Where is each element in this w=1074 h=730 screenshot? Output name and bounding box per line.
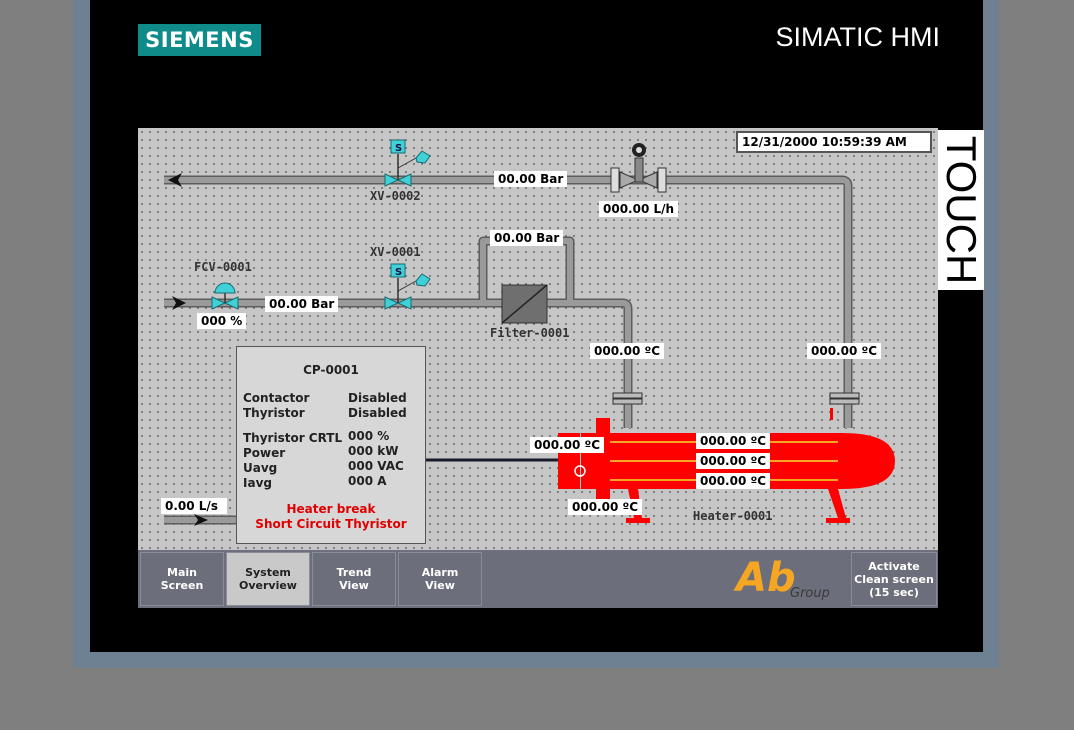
cp-title: CP-0001 [303, 363, 359, 377]
cp-uavg-label: Uavg [243, 461, 278, 475]
touch-label-text: TOUCH [938, 135, 985, 285]
cp-thyristor-label: Thyristor [243, 406, 305, 420]
xv-0002-valve-icon: S [384, 139, 431, 187]
pressure-top-value: 00.00 Bar [494, 171, 568, 187]
alarm-view-button[interactable]: Alarm View [398, 552, 482, 606]
cp-thyristor-crtl-label: Thyristor CRTL [243, 431, 343, 445]
pressure-filter-value: 00.00 Bar [490, 230, 564, 246]
alarm-short-circuit: Short Circuit Thyristor [255, 517, 407, 531]
flange-icons [612, 392, 860, 405]
trend-view-button[interactable]: Trend View [312, 552, 396, 606]
temp-heater-3-value: 000.00 ºC [696, 473, 771, 489]
datetime-display: 12/31/2000 10:59:39 AM [736, 131, 932, 153]
activate-clean-screen-button[interactable]: Activate Clean screen (15 sec) [851, 552, 937, 606]
filter-icon [501, 284, 548, 324]
temp-heater-1-value: 000.00 ºC [696, 433, 771, 449]
main-screen-button[interactable]: Main Screen [140, 552, 224, 606]
cp-power-value: 000 kW [348, 444, 399, 458]
svg-text:S: S [395, 267, 402, 278]
siemens-logo: SIEMENS [138, 24, 261, 56]
cp-contactor-label: Contactor [243, 391, 310, 405]
touch-label: TOUCH [938, 130, 985, 290]
cp-iavg-value: 000 A [348, 474, 387, 488]
temp-heater-2-value: 000.00 ºC [696, 453, 771, 469]
fcv-open-value: 000 % [197, 313, 247, 329]
pressure-inlet-value: 00.00 Bar [265, 296, 339, 312]
cp-iavg-label: Iavg [243, 476, 272, 490]
arrows [168, 173, 208, 526]
drain-icon [830, 408, 833, 420]
temp-heater-in-value: 000.00 ºC [530, 437, 605, 453]
ab-group-logo: Ab [736, 555, 796, 601]
flow-bottom-value: 0.00 L/s [161, 498, 227, 514]
temp-heater-out-value: 000.00 ºC [568, 499, 643, 515]
navigation-bar: Main Screen System Overview Trend View A… [138, 550, 938, 608]
filter-0001-tag: Filter-0001 [490, 326, 570, 340]
alarm-heater-break: Heater break [286, 502, 376, 516]
fcv-0001-valve-icon [211, 282, 239, 310]
fcv-0001-tag: FCV-0001 [194, 260, 252, 274]
cp-contactor-value: Disabled [348, 391, 407, 405]
xv-0001-valve-icon: S [384, 263, 431, 310]
heater-0001-tag: Heater-0001 [693, 509, 773, 523]
flow-top-value: 000.00 L/h [599, 201, 679, 217]
cp-thyristor-value: Disabled [348, 406, 407, 420]
xv-0002-tag: XV-0002 [370, 189, 421, 203]
system-overview-button[interactable]: System Overview [226, 552, 310, 606]
cp-thyristor-crtl-value: 000 % [348, 429, 390, 443]
group-logo-text: Group [790, 586, 830, 601]
flowmeter-icon [610, 143, 667, 193]
svg-text:S: S [395, 143, 402, 154]
temp-left-pipe-value: 000.00 ºC [590, 343, 665, 359]
xv-0001-tag: XV-0001 [370, 245, 421, 259]
cp-power-label: Power [243, 446, 286, 460]
cp-uavg-value: 000 VAC [348, 459, 404, 473]
temp-right-pipe-value: 000.00 ºC [807, 343, 882, 359]
hmi-screen: S S [138, 128, 938, 608]
control-panel-cp-0001[interactable]: CP-0001 Contactor Disabled Thyristor Dis… [236, 346, 426, 544]
simatic-hmi-title: SIMATIC HMI [775, 22, 941, 52]
